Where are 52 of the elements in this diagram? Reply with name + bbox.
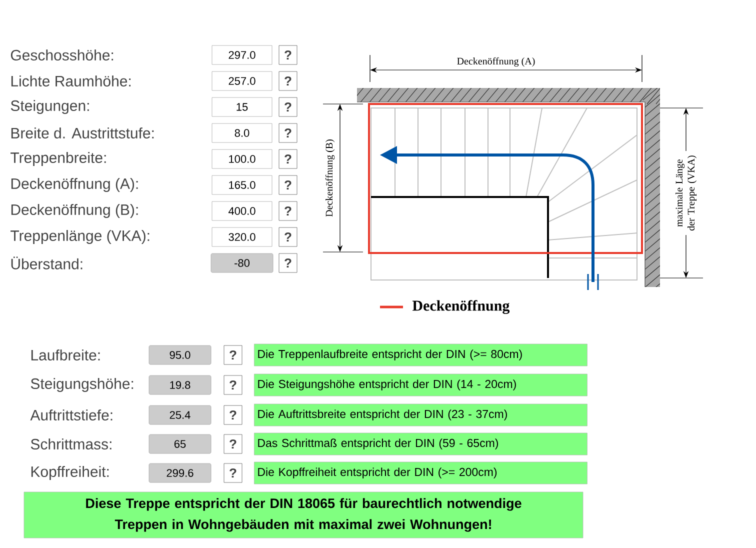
field-label: Steigungen: (10, 100, 89, 114)
help-button: ? (278, 175, 298, 195)
field-label: Deckenöffnung (B): (11, 204, 138, 218)
help-button: ? (278, 45, 298, 65)
input-field: 15 (212, 97, 272, 117)
input-field: 8.0 (212, 123, 272, 143)
field-label: Überstand: (11, 256, 82, 270)
status-message: Die Treppenlaufbreite entspricht der DIN (>= 80cm) (254, 344, 588, 366)
output-field: -80 (210, 253, 274, 273)
input-field: 320.0 (212, 227, 272, 247)
field-label: Breite d. Austrittstufe: (11, 128, 154, 138)
help-button: ? (224, 434, 242, 454)
result-label: Steigungshöhe: (30, 378, 134, 392)
status-message: Die Auftrittsbreite entspricht der DIN (23 - 37cm) (254, 404, 588, 426)
status-message: Die Steigungshöhe entspricht der DIN (14 - 20cm) (254, 374, 588, 396)
output-field: 65 (148, 434, 212, 454)
result-label: Schrittmass: (30, 438, 112, 450)
field-label: Geschosshöhe: (10, 50, 114, 60)
input-field: 400.0 (212, 201, 272, 221)
help-button: ? (224, 375, 242, 395)
output-field: 95.0 (148, 345, 212, 365)
field-label: Lichte Raumhöhe: (11, 76, 131, 86)
output-field: 19.8 (148, 375, 212, 395)
field-label: Treppenbreite: (10, 152, 106, 166)
help-button: ? (278, 149, 298, 169)
help-button: ? (224, 463, 242, 483)
result-label: Kopffreiheit: (31, 466, 109, 480)
help-button: ? (278, 227, 298, 247)
dimension-label: maximale Länge der Treppe (VKA) (674, 151, 698, 235)
verdict-banner: Diese Treppe entspricht der DIN 18065 für baurechtlich notwendige Treppen in Wohngebäuden mit maximal zwei Wohnungen! (24, 492, 584, 538)
legend-label: Deckenöffnung (412, 300, 510, 314)
input-field: 257.0 (212, 71, 272, 91)
output-field: 25.4 (148, 405, 212, 425)
help-button: ? (224, 405, 242, 425)
help-button: ? (278, 201, 298, 221)
help-button: ? (278, 123, 298, 143)
help-button: ? (224, 345, 242, 365)
result-label: Auftrittstiefe: (30, 409, 112, 420)
input-field: 297.0 (212, 45, 272, 65)
status-message: Das Schrittmaß entspricht der DIN (59 - 65cm) (254, 432, 588, 456)
help-button: ? (278, 97, 298, 117)
input-field: 100.0 (212, 149, 272, 169)
result-label: Laufbreite: (31, 349, 100, 360)
field-label: Treppenlänge (VKA): (10, 230, 150, 244)
help-button: ? (278, 71, 298, 91)
dimension-label: Deckenöffnung (B) (324, 138, 336, 218)
status-message: Die Kopffreiheit entspricht der DIN (>= 200cm) (254, 462, 588, 484)
input-field: 165.0 (212, 175, 272, 195)
dimension-label: Deckenöffnung (A) (456, 56, 536, 68)
output-field: 299.6 (148, 463, 212, 483)
field-label: Deckenöffnung (A): (11, 178, 138, 192)
help-button: ? (278, 253, 298, 273)
